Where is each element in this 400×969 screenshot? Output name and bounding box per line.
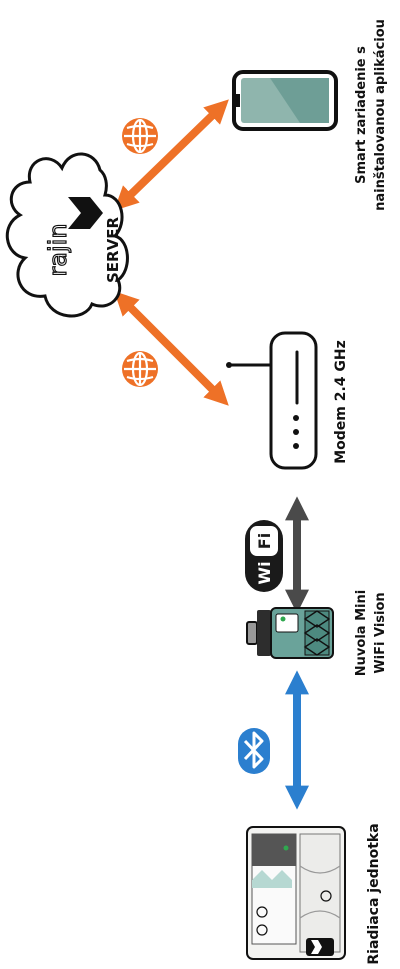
bluetooth-icon: [238, 728, 270, 774]
cloud-icon: [5, 152, 129, 318]
phone-icon: [232, 70, 338, 131]
smart-device-label-line1: Smart zariadenie s: [354, 46, 369, 184]
rajin-logo: rajin: [43, 197, 103, 277]
nuvola-label-line2: WiFi Vision: [373, 592, 388, 673]
wifi-wi-text: Wi: [255, 561, 274, 584]
control-unit-label: Riadiaca jednotka: [366, 823, 382, 964]
globe-icon: [122, 118, 158, 154]
server-label: SERVER: [104, 217, 122, 283]
control-unit-icon: [246, 826, 346, 960]
nuvola-device-icon: [246, 607, 334, 659]
nuvola-label-line1: Nuvola Mini: [354, 590, 369, 676]
globe-icon: [122, 351, 158, 387]
wifi-fi-text: Fi: [255, 533, 274, 549]
smart-device-label-line2: nainštalovanou aplikáciou: [373, 19, 388, 211]
modem-label: Modem 2.4 GHz: [333, 340, 349, 464]
internet-arrow-modem: [114, 291, 229, 406]
rajin-logo-text: rajin: [44, 223, 72, 276]
internet-arrow-phone: [114, 99, 229, 211]
wifi-icon: Fi Wi: [245, 520, 283, 592]
modem-icon: [226, 331, 318, 470]
